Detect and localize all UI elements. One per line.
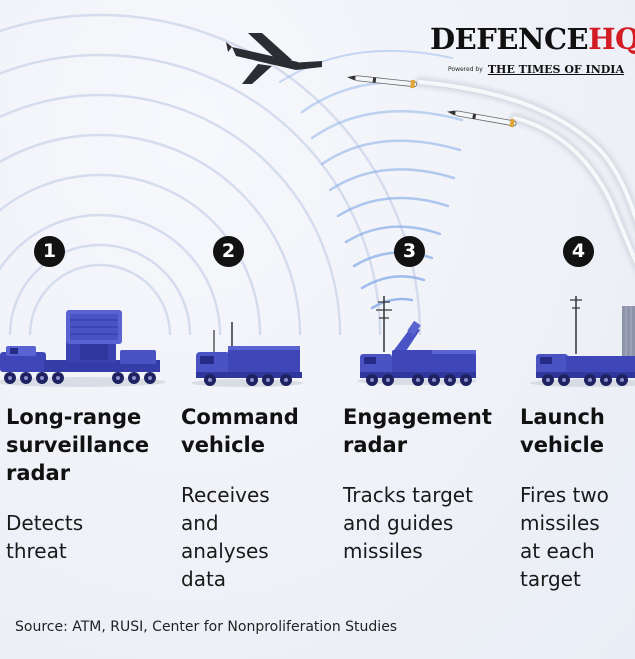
partner-name: THE TIMES OF INDIA xyxy=(487,63,624,76)
step-4-title: Launch vehicle xyxy=(520,403,605,459)
brand-logo: DEFENCEHQ Powered by THE TIMES OF INDIA xyxy=(430,22,635,76)
step-4-desc-line: target xyxy=(520,567,581,591)
step-1-desc-line: Detects xyxy=(6,511,84,535)
engagement-radar-truck-icon xyxy=(360,296,476,386)
step-4-description: Fires two missiles at each target xyxy=(520,481,609,593)
radar-truck-icon xyxy=(0,310,160,384)
step-4-title-line: Launch xyxy=(520,405,605,429)
step-2-desc-line: data xyxy=(181,567,227,591)
radar-waves xyxy=(0,13,422,336)
step-1-description: Detects threat xyxy=(6,509,83,565)
brand-highlight-text: HQ xyxy=(588,22,635,56)
step-3-desc-line: missiles xyxy=(343,539,423,563)
smoke-trails xyxy=(415,77,635,272)
step-3-title-line: radar xyxy=(343,433,408,457)
brand-subline: Powered by THE TIMES OF INDIA xyxy=(448,59,624,78)
step-2-title: Command vehicle xyxy=(181,403,299,459)
step-1-title-line: surveillance xyxy=(6,433,150,457)
step-3-desc-line: and guides xyxy=(343,511,454,535)
powered-by-label: Powered by xyxy=(448,66,483,73)
step-1-desc-line: threat xyxy=(6,539,67,563)
source-note: Source: ATM, RUSI, Center for Nonprolife… xyxy=(15,619,398,635)
step-4-title-line: vehicle xyxy=(520,433,604,457)
step-3-title: Engagement radar xyxy=(343,403,492,459)
step-4-desc-line: missiles xyxy=(520,511,600,535)
step-2-number: 2 xyxy=(213,236,244,267)
command-truck-icon xyxy=(196,322,302,386)
step-3-number: 3 xyxy=(394,236,425,267)
step-2-desc-line: and xyxy=(181,511,219,535)
missile-icon xyxy=(347,75,517,128)
step-4-number: 4 xyxy=(563,236,594,267)
brand-main-text: DEFENCE xyxy=(430,22,589,56)
brand-title: DEFENCEHQ xyxy=(430,22,635,56)
drone-icon xyxy=(226,33,322,84)
ground-shadows xyxy=(0,377,635,387)
step-1-title-line: Long-range xyxy=(6,405,142,429)
step-2-desc-line: Receives xyxy=(181,483,270,507)
step-1-title-line: radar xyxy=(6,461,71,485)
step-3-desc-line: Tracks target xyxy=(343,483,473,507)
step-3-description: Tracks target and guides missiles xyxy=(343,481,473,565)
step-1-number: 1 xyxy=(34,236,65,267)
step-4-desc-line: Fires two xyxy=(520,483,609,507)
step-4-desc-line: at each xyxy=(520,539,595,563)
step-2-title-line: vehicle xyxy=(181,433,265,457)
launcher-truck-icon xyxy=(536,296,635,386)
step-2-desc-line: analyses xyxy=(181,539,269,563)
step-1-title: Long-range surveillance radar xyxy=(6,403,149,487)
step-2-description: Receives and analyses data xyxy=(181,481,270,593)
step-3-title-line: Engagement xyxy=(343,405,492,429)
step-2-title-line: Command xyxy=(181,405,299,429)
